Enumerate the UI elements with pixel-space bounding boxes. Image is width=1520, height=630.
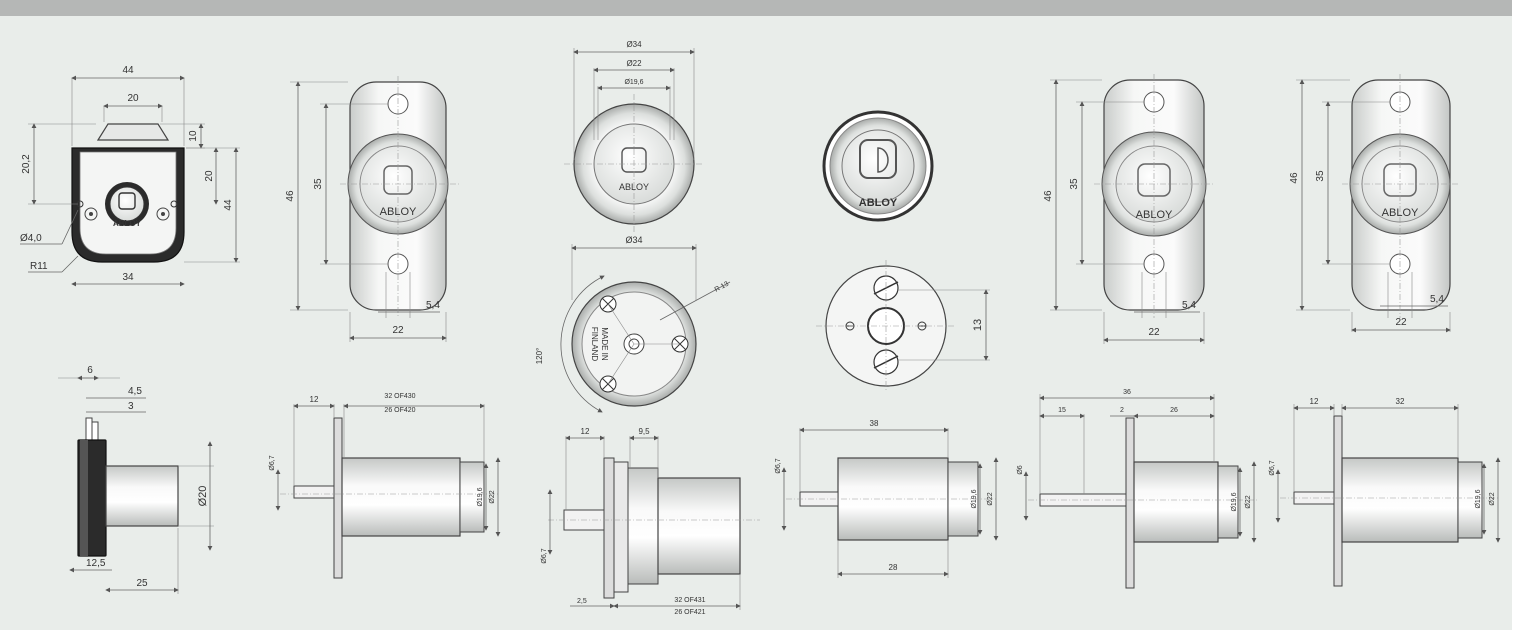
lock6-dim-12: 12 <box>1310 397 1319 406</box>
lock5-brand: ABLOY <box>1136 209 1173 221</box>
lock3-dia-19-6: Ø19,6 <box>624 79 643 86</box>
made-in-line1: MADE IN <box>600 327 609 361</box>
lock5-dim-26: 26 <box>1170 407 1178 414</box>
lock6-dim-5-4: 5,4 <box>1430 294 1444 305</box>
lock2-dim-12: 12 <box>310 395 319 404</box>
lock1-dim-10: 10 <box>188 130 199 142</box>
lock2-dim-46: 46 <box>285 190 296 202</box>
lock6-front-view: ABLOY 46 35 5,4 22 <box>1289 74 1460 333</box>
lock4-dia-6-7: Ø6,7 <box>775 458 782 473</box>
lock6-dia-6-7: Ø6,7 <box>1269 460 1276 475</box>
lock5-dim-46: 46 <box>1043 190 1054 202</box>
lock5-dim-35: 35 <box>1069 178 1080 190</box>
lock3-len-b: 26 OF421 <box>674 609 705 616</box>
lock2-len-a: 32 OF430 <box>384 393 415 400</box>
lock1-dim-20-vertical: 20 <box>204 170 215 182</box>
lock3-dim-9-5: 9,5 <box>638 427 650 436</box>
lock3-angle-120: 120° <box>535 348 544 365</box>
lock6-dia-22: Ø22 <box>1489 492 1496 505</box>
lock1-dim-34: 34 <box>122 272 134 283</box>
lock3-dia-34: Ø34 <box>626 40 642 49</box>
lock3-side-view: 12 9,5 Ø6,7 2,5 32 OF431 26 OF421 <box>541 427 760 616</box>
lock5-side-view: 36 15 2 26 Ø6 Ø19,6 Ø22 <box>1017 389 1258 589</box>
made-in-line2: FINLAND <box>590 327 599 361</box>
lock1-dim-6: 6 <box>87 365 93 376</box>
lock3-radius-13: R 13 <box>714 281 730 294</box>
lock1-radius: R11 <box>30 261 48 272</box>
lock6-dim-22: 22 <box>1395 317 1407 328</box>
lock1-bolt <box>96 123 170 141</box>
lock5-dia-6: Ø6 <box>1017 465 1024 474</box>
lock1-front-view: ABLOY 44 20 10 20 44 20,2 Ø4,0 R11 34 <box>20 65 240 287</box>
lock3-dim-2-5: 2,5 <box>577 598 587 605</box>
lock6-brand: ABLOY <box>1382 207 1419 219</box>
lock3-dia-6-7: Ø6,7 <box>541 548 548 563</box>
lock1-side-view: 6 4,5 3 Ø20 12,5 25 <box>58 365 214 594</box>
lock4-brand: ABLOY <box>859 197 898 209</box>
lock1-brand: ABLOY <box>113 219 142 228</box>
lock2-brand: ABLOY <box>380 206 417 218</box>
lock2-side-view: 12 32 OF430 26 OF420 Ø6,7 Ø19,6 Ø22 <box>269 393 501 579</box>
lock4-dim-28: 28 <box>889 563 898 572</box>
lock2-len-b: 26 OF420 <box>384 407 415 414</box>
top-bar <box>0 0 1512 16</box>
lock5-dim-2: 2 <box>1120 407 1124 414</box>
lock1-dim-25: 25 <box>136 578 148 589</box>
lock6-dim-46: 46 <box>1289 172 1300 184</box>
lock3-front-view: ABLOY Ø34 Ø22 Ø19,6 <box>564 40 704 234</box>
lock5-dia-19-6: Ø19,6 <box>1231 492 1238 511</box>
lock1-dim-20-width: 20 <box>127 93 139 104</box>
lock2-dim-22: 22 <box>392 325 404 336</box>
lock1-hole-dia: Ø4,0 <box>20 233 42 244</box>
lock2-dia-22: Ø22 <box>489 490 496 503</box>
lock4-dia-22: Ø22 <box>987 492 994 505</box>
lock1-dim-4-5: 4,5 <box>128 386 142 397</box>
lock1-dim-20-2: 20,2 <box>21 154 32 174</box>
lock2-dim-5-4: 5,4 <box>426 300 440 311</box>
lock4-side-view: 38 Ø6,7 Ø19,6 Ø22 28 <box>775 419 999 578</box>
lock4-dia-19-6: Ø19,6 <box>971 489 978 508</box>
lock6-dia-19-6: Ø19,6 <box>1475 489 1482 508</box>
lock2-front-view: ABLOY 46 35 5,4 22 <box>285 76 460 342</box>
lock5-dim-5-4: 5,4 <box>1182 300 1196 311</box>
lock6-side-view: 12 32 Ø6,7 Ø19,6 Ø22 <box>1269 397 1501 587</box>
lock3-back-view: MADE IN FINLAND Ø34 R 13 120° <box>535 235 731 413</box>
lock3-back-dia-34: Ø34 <box>625 235 642 245</box>
lock2-dia-19-6: Ø19,6 <box>477 487 484 506</box>
lock5-dim-22: 22 <box>1148 327 1160 338</box>
lock6-dim-35: 35 <box>1315 170 1326 182</box>
lock5-dia-22: Ø22 <box>1245 495 1252 508</box>
lock5-front-view: ABLOY 46 35 5,4 22 <box>1043 74 1214 344</box>
lock4-front-view: ABLOY <box>822 110 934 222</box>
lock2-dim-35: 35 <box>313 178 324 190</box>
lock1-dim-44-top: 44 <box>122 65 134 76</box>
lock3-dia-22: Ø22 <box>626 59 642 68</box>
drawing-panel <box>0 16 1512 630</box>
lock5-dim-36: 36 <box>1123 389 1131 396</box>
lock1-dim-44-right: 44 <box>223 199 234 211</box>
lock4-back-view: 13 <box>816 260 990 392</box>
lock5-dim-15: 15 <box>1058 407 1066 414</box>
lock1-dim-12-5: 12,5 <box>86 558 106 569</box>
lock6-dim-32: 32 <box>1396 397 1405 406</box>
lock4-dim-38: 38 <box>870 419 879 428</box>
lock1-dia-20: Ø20 <box>197 486 209 507</box>
lock1-dim-3: 3 <box>128 401 134 412</box>
lock3-len-a: 32 OF431 <box>674 597 705 604</box>
lock3-dim-12: 12 <box>581 427 590 436</box>
lock2-dia-6-7: Ø6,7 <box>269 455 276 470</box>
lock4-dim-13: 13 <box>972 319 984 331</box>
